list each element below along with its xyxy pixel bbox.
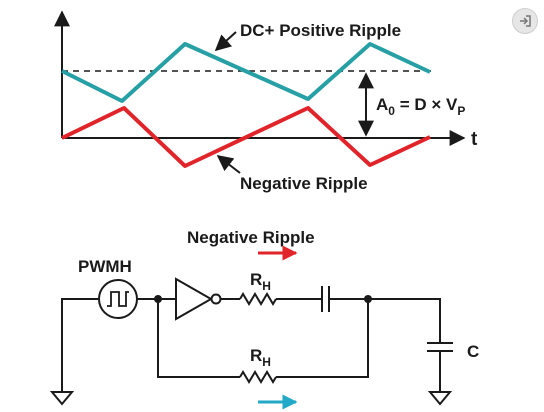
square-wave-icon [107,291,129,307]
pwmh-label: PWMH [78,257,132,276]
output-wire [368,298,441,343]
right-ground-symbol [427,391,453,406]
positive-label-pointer [214,31,237,52]
time-axis-label: t [471,129,478,150]
feedback-left-wire [157,299,240,378]
circuit-schematic: Negative Ripple PWMH RH [49,228,479,410]
negative-ripple-line [61,106,431,168]
feedback-right-wire [276,299,369,378]
resistor-top-label: RH [250,270,271,293]
waveform-plot: t A0 = D × VP DC+ Positive Ripple Negati… [54,10,478,193]
inverter-buffer [175,277,214,321]
left-ground-symbol [49,391,75,406]
inverter-bubble [210,293,222,305]
positive-ripple-line [61,42,431,103]
exit-icon [520,15,531,27]
resistor-bottom-label: RH [250,346,271,369]
resistor-top [239,292,277,306]
capacitor-label: C [467,342,479,361]
amplitude-label: A0 = D × VP [376,95,465,118]
exit-button[interactable] [512,8,538,34]
positive-ripple-label: DC+ Positive Ripple [240,21,401,40]
left-ground-wire [61,298,98,392]
negative-ripple-label: Negative Ripple [240,174,368,193]
negative-label-pointer [216,155,241,174]
pwm-source [98,279,138,319]
resistor-bottom [239,370,277,384]
circuit-flow-label: Negative Ripple [187,228,315,247]
